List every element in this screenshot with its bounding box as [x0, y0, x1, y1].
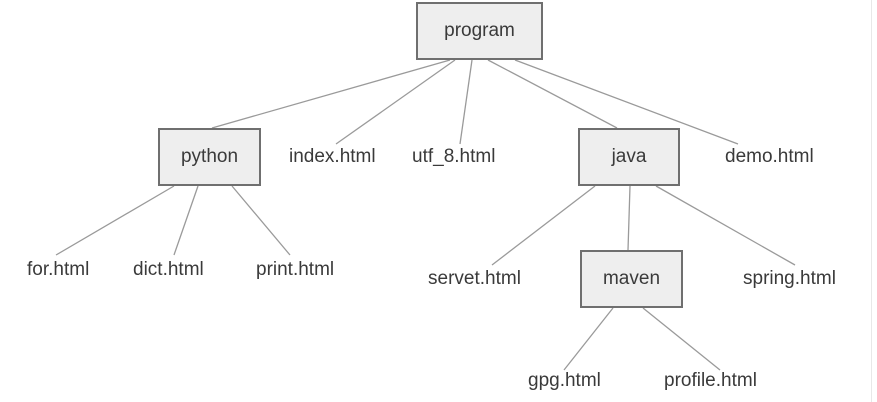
folder-java: java — [578, 128, 680, 186]
folder-python: python — [158, 128, 261, 186]
edge-program-utf8 — [459, 59, 473, 145]
file-profile-html: profile.html — [664, 370, 757, 391]
edge-python-print — [231, 185, 291, 256]
folder-program-label: program — [444, 20, 515, 41]
edge-python-dict — [173, 185, 199, 256]
file-servet-html: servet.html — [428, 268, 521, 289]
edge-program-java — [487, 59, 618, 129]
file-print-html: print.html — [256, 259, 335, 280]
file-spring-html: spring.html — [743, 268, 836, 289]
edge-program-python — [211, 59, 451, 129]
edge-java-maven — [627, 185, 631, 251]
file-for-html: for.html — [27, 259, 90, 280]
folder-java-label: java — [611, 146, 647, 167]
edge-program-demo — [514, 59, 739, 145]
file-index-html: index.html — [289, 146, 376, 167]
file-demo-html: demo.html — [725, 146, 814, 167]
edge-java-spring — [655, 185, 796, 266]
edge-java-servet — [491, 185, 596, 266]
right-border-divider — [871, 0, 872, 402]
edge-maven-gpg — [563, 307, 614, 371]
folder-program: program — [416, 2, 543, 60]
folder-maven: maven — [580, 250, 683, 308]
edge-maven-profile — [642, 307, 721, 371]
file-gpg-html: gpg.html — [528, 370, 601, 391]
folder-maven-label: maven — [602, 268, 661, 289]
folder-python-label: python — [180, 146, 239, 167]
edge-program-index — [335, 59, 456, 145]
edge-python-for — [55, 185, 175, 256]
file-utf8-html: utf_8.html — [412, 146, 496, 167]
file-dict-html: dict.html — [133, 259, 204, 280]
